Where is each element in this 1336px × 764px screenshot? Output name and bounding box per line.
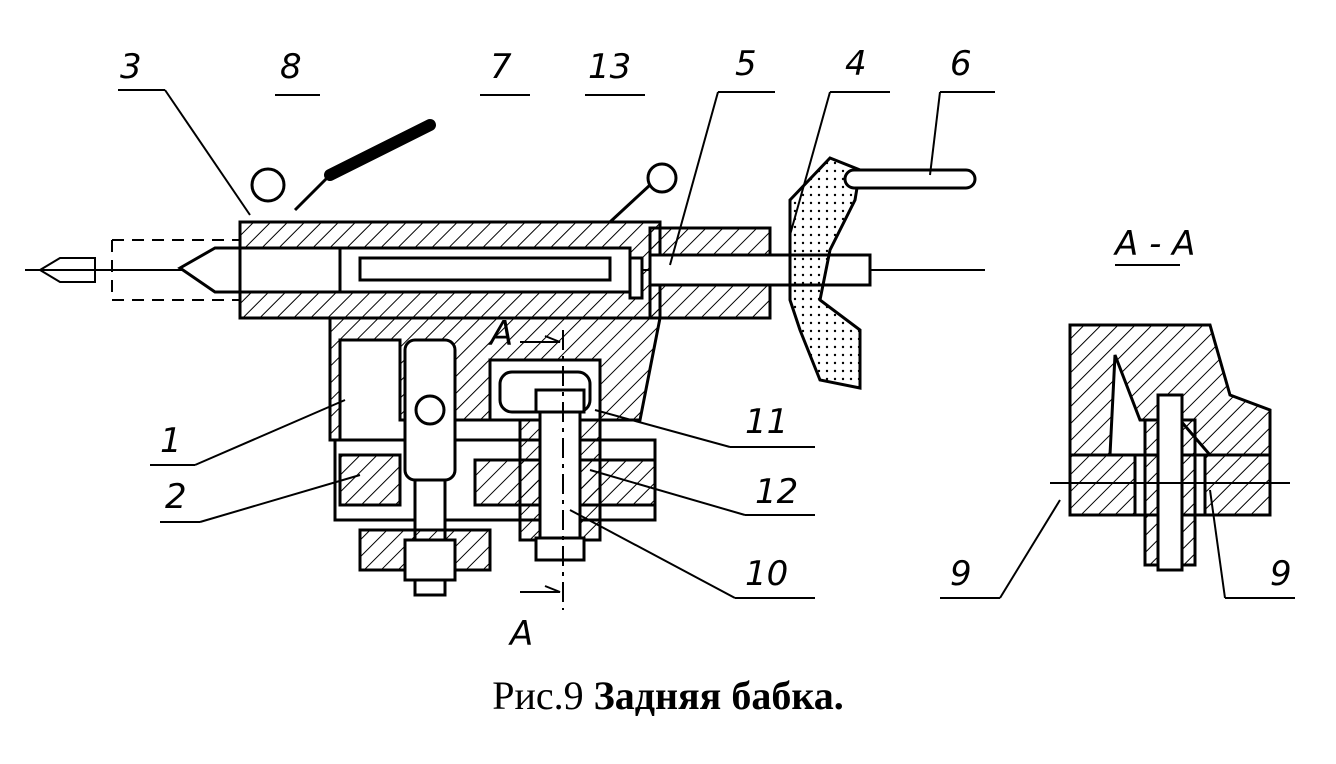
label-2: 2 bbox=[165, 477, 187, 517]
label-11: 11 bbox=[745, 402, 788, 442]
label-9-left: 9 bbox=[950, 554, 972, 594]
section-mark-top: A bbox=[488, 314, 513, 354]
label-3: 3 bbox=[120, 47, 142, 87]
figure-caption: Рис.9 Задняя бабка. bbox=[0, 672, 1336, 719]
label-12: 12 bbox=[755, 472, 798, 512]
caption-prefix: Рис.9 bbox=[492, 673, 584, 718]
section-title: A - A bbox=[1113, 224, 1195, 264]
label-6: 6 bbox=[950, 44, 972, 84]
label-1: 1 bbox=[160, 421, 182, 461]
label-10: 10 bbox=[745, 554, 788, 594]
label-9-right: 9 bbox=[1270, 554, 1292, 594]
section-mark-bottom: A bbox=[508, 614, 533, 654]
label-7: 7 bbox=[490, 47, 512, 87]
label-13: 13 bbox=[588, 47, 631, 87]
caption-title: Задняя бабка. bbox=[593, 673, 844, 718]
label-8: 8 bbox=[280, 47, 302, 87]
label-4: 4 bbox=[845, 44, 867, 84]
label-5: 5 bbox=[735, 44, 757, 84]
